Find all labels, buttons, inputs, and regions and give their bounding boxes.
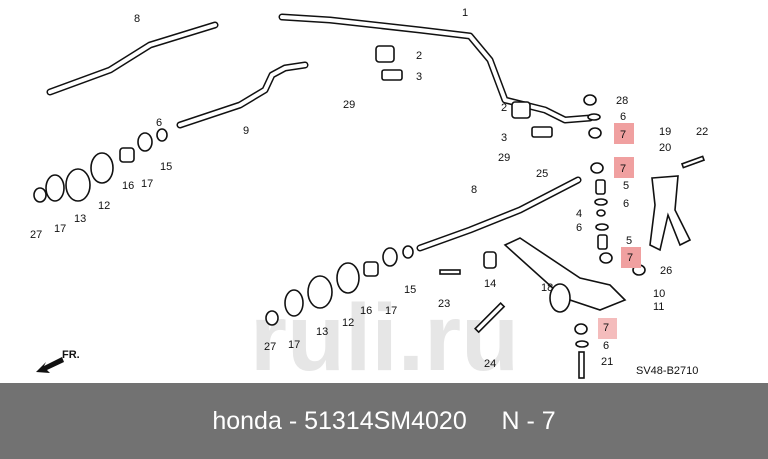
- radius-rod-top: [46, 21, 219, 96]
- direction-label: FR.: [62, 349, 80, 361]
- brand: honda: [212, 406, 282, 435]
- reference-number: N - 7: [501, 406, 556, 435]
- callout: 26: [660, 265, 672, 277]
- drawing-code: SV48-B2710: [636, 365, 698, 377]
- callout: 2: [416, 50, 422, 62]
- callout: 17: [288, 339, 300, 351]
- stabilizer-bar: [278, 13, 594, 124]
- knuckle: [649, 175, 692, 252]
- callout: 6: [576, 222, 582, 234]
- callout: 6: [620, 111, 626, 123]
- parts-diagram: ruli.ru: [30, 7, 708, 383]
- callout: 17: [141, 178, 153, 190]
- callout: 25: [536, 168, 548, 180]
- callout: 7: [627, 252, 633, 264]
- callout: 7: [620, 129, 626, 141]
- radius-rod-9: [176, 61, 309, 129]
- radius-rod-lower: [416, 176, 582, 252]
- callout: 7: [603, 322, 609, 334]
- callout: 27: [264, 341, 276, 353]
- callout: 6: [156, 117, 162, 129]
- separator: -: [281, 406, 305, 435]
- front-direction-arrow-icon: FR.: [36, 349, 80, 373]
- callout: 27: [30, 229, 42, 241]
- callout: 29: [343, 99, 355, 111]
- callout: 21: [601, 356, 613, 368]
- callout: 16: [122, 180, 134, 192]
- callout: 6: [603, 340, 609, 352]
- callout: 11: [653, 301, 664, 313]
- callout: 6: [623, 198, 629, 210]
- callout: 24: [484, 358, 496, 370]
- callout: 20: [659, 142, 671, 154]
- callout: 4: [576, 208, 582, 220]
- callout: 13: [316, 326, 328, 338]
- callout: 19: [659, 126, 671, 138]
- callout: 28: [616, 95, 628, 107]
- highlight-boxes: [598, 123, 641, 339]
- bushings: [33, 45, 706, 379]
- callout: 14: [484, 278, 496, 290]
- callout: 3: [416, 71, 422, 83]
- lower-arm: [503, 237, 627, 313]
- callout: 8: [471, 184, 477, 196]
- callout: 12: [98, 200, 110, 212]
- callout: 1: [462, 7, 468, 19]
- callout: 18: [541, 282, 553, 294]
- callout: 22: [696, 126, 708, 138]
- callout-labels: 8 1 2 3 29 9 2 3 29 28 6 7 19 22 20 7 25…: [30, 7, 708, 370]
- callout: 29: [498, 152, 510, 164]
- callout: 17: [54, 223, 66, 235]
- callout: 23: [438, 298, 450, 310]
- callout: 13: [74, 213, 86, 225]
- callout: 15: [160, 161, 172, 173]
- callout: 2: [501, 102, 507, 114]
- part-number: 51314SM4020: [304, 406, 467, 435]
- callout: 9: [243, 125, 249, 137]
- callout: 15: [404, 284, 416, 296]
- callout: 5: [626, 235, 632, 247]
- callout: 5: [623, 180, 629, 192]
- part-info-bar: honda - 51314SM4020 N - 7: [0, 383, 768, 459]
- callout: 10: [653, 288, 665, 300]
- callout: 3: [501, 132, 507, 144]
- callout: 17: [385, 305, 397, 317]
- callout: 16: [360, 305, 372, 317]
- callout: 7: [620, 163, 626, 175]
- callout: 12: [342, 317, 354, 329]
- callout: 8: [134, 13, 140, 25]
